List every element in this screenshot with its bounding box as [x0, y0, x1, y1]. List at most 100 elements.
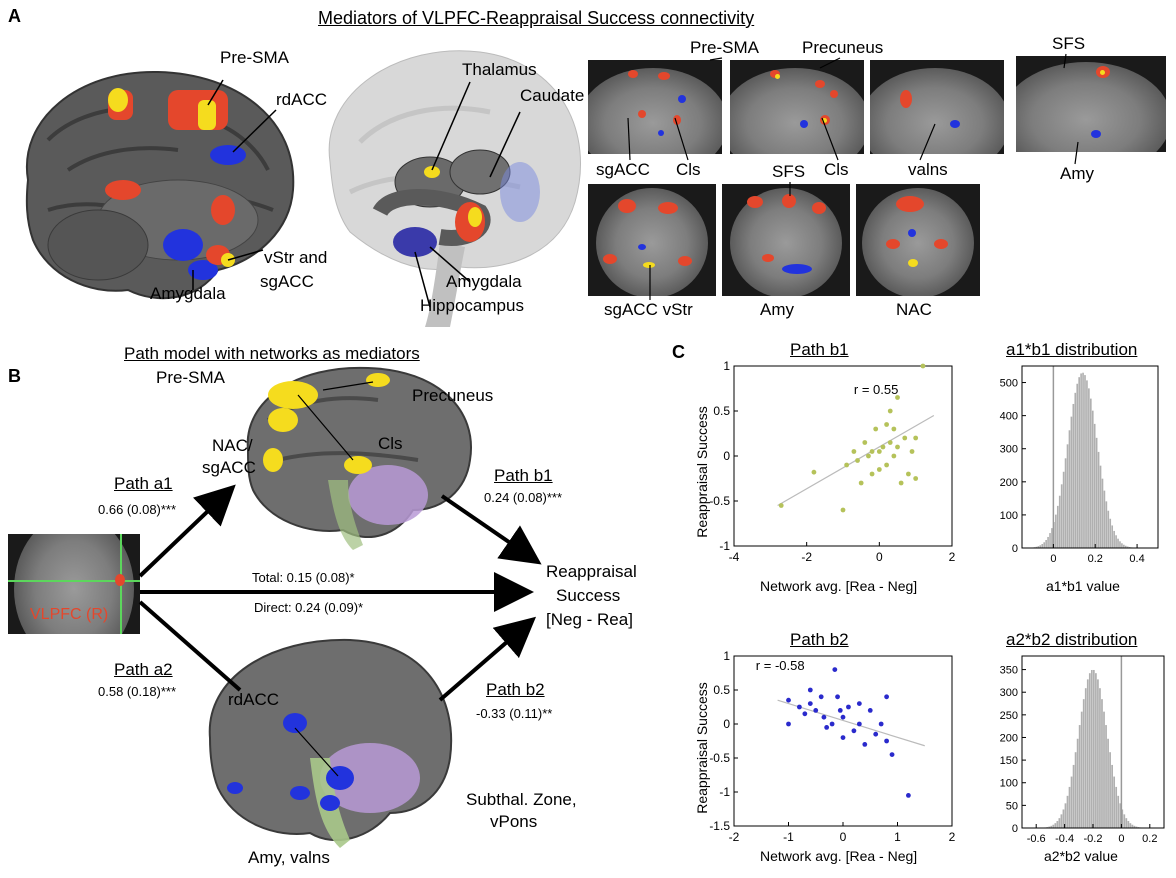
data-point	[891, 453, 897, 459]
y-tick-label: 0	[1012, 823, 1018, 835]
x-tick-label: 2	[949, 550, 956, 564]
label-cls-b: Cls	[378, 434, 403, 453]
scatter-b2-title: Path b2	[790, 630, 849, 649]
data-point	[866, 453, 871, 459]
data-point	[807, 701, 813, 706]
hist-bar	[1121, 809, 1124, 828]
path-a2-value: 0.58 (0.18)***	[98, 684, 177, 699]
data-point	[786, 721, 791, 727]
scatter-b1-xlabel: Network avg. [Rea - Neg]	[760, 578, 918, 594]
hist-bar	[1127, 821, 1130, 828]
path-b1-value: 0.24 (0.08)***	[484, 490, 563, 505]
slice-label-sgacc-vstr: sgACC vStr	[604, 300, 693, 319]
y-tick-label: -1.5	[709, 819, 730, 833]
y-tick-label: 1	[723, 649, 730, 663]
path-arrows	[138, 484, 542, 702]
hist-bar	[1064, 458, 1067, 548]
outcome-line-2: Success	[556, 586, 621, 605]
hist-bar	[1090, 669, 1093, 828]
label-amy-valns: Amy, valns	[248, 848, 330, 867]
y-tick-label: 100	[1000, 778, 1018, 790]
mri-sagittal-1	[588, 60, 722, 154]
hist-bar	[1039, 545, 1042, 548]
hist-bar	[1099, 688, 1101, 828]
y-tick-label: 200	[1000, 732, 1018, 744]
y-tick-label: -1	[719, 785, 730, 799]
hist-a2b2-title: a2*b2 distribution	[1006, 630, 1138, 649]
hist-bar	[1043, 542, 1046, 548]
data-point	[884, 738, 889, 744]
hist-bar	[1062, 809, 1065, 828]
hist-bar	[1109, 752, 1111, 828]
data-point	[832, 667, 838, 672]
hist-bar	[1051, 528, 1053, 548]
hist-bar	[1052, 824, 1055, 828]
hist-bar	[1047, 536, 1049, 548]
mri-sagittal-3	[870, 60, 1004, 154]
hist-bar	[1119, 803, 1122, 828]
hist-bar	[1131, 824, 1134, 828]
data-point	[835, 694, 840, 700]
panel-a-leader-lines	[627, 53, 1079, 300]
hist-bar	[1105, 501, 1108, 548]
data-point	[858, 480, 864, 486]
data-point	[909, 449, 915, 454]
hist-bar	[1097, 451, 1100, 548]
hist-bar	[1066, 444, 1069, 548]
hist-bar	[1058, 495, 1061, 548]
hist-bar	[1076, 738, 1079, 828]
hist-bar	[1072, 764, 1075, 828]
slice-label-nac: NAC	[896, 300, 932, 319]
hist-bar	[1054, 823, 1057, 828]
hist-bar	[1113, 776, 1116, 828]
data-point	[844, 462, 850, 468]
hist-bar	[1056, 505, 1059, 548]
path-b2-value: -0.33 (0.11)**	[476, 706, 553, 721]
brain-medial-surface	[8, 60, 308, 310]
data-point	[913, 435, 919, 441]
slice-label-sfs-1: SFS	[1052, 34, 1086, 53]
hist-bar	[1035, 546, 1038, 548]
data-point	[898, 480, 904, 486]
hist-bar	[1086, 679, 1089, 828]
panel-a-letter: A	[8, 6, 21, 26]
slice-label-sgacc: sgACC	[596, 160, 650, 179]
hist-bar	[1066, 795, 1069, 828]
y-tick-label: -0.5	[709, 494, 730, 508]
hist-bar	[1084, 688, 1087, 828]
slice-label-amy-2: Amy	[760, 300, 794, 319]
hist-bar	[1123, 544, 1125, 548]
label-hippocampus: Hippocampus	[420, 296, 524, 315]
data-point	[873, 426, 879, 432]
slice-label-sfs-2: SFS	[772, 162, 806, 181]
path-a1-value: 0.66 (0.08)***	[98, 502, 177, 517]
hist-bar	[1080, 373, 1082, 548]
hist-bar	[1072, 403, 1075, 548]
x-tick-label: 0	[840, 830, 847, 844]
hist-a2b2-xlabel: a2*b2 value	[1044, 848, 1118, 864]
hist-bar	[1068, 430, 1071, 548]
hist-bar	[1070, 416, 1073, 548]
y-tick-label: 150	[1000, 755, 1018, 767]
hist-bar	[1095, 437, 1098, 548]
scatter-b2-xlabel: Network avg. [Rea - Neg]	[760, 848, 918, 864]
plot-frame	[733, 655, 953, 827]
y-tick-label: 0.5	[713, 683, 730, 697]
slice-label-cls-2: Cls	[824, 160, 849, 179]
x-tick-label: 0	[1118, 833, 1124, 845]
hist-bar	[1124, 545, 1127, 548]
data-point	[884, 694, 889, 700]
label-caudate: Caudate	[520, 86, 585, 105]
data-point	[884, 422, 889, 427]
data-point	[876, 467, 882, 472]
hist-bar	[1091, 410, 1094, 548]
y-tick-label: 400	[1000, 411, 1018, 423]
data-point	[887, 408, 893, 414]
hist-bar	[1074, 392, 1077, 548]
y-tick-label: 300	[1000, 444, 1018, 456]
hist-bar	[1115, 535, 1117, 548]
data-point	[920, 363, 926, 369]
mri-sagittal-4	[1016, 56, 1166, 152]
